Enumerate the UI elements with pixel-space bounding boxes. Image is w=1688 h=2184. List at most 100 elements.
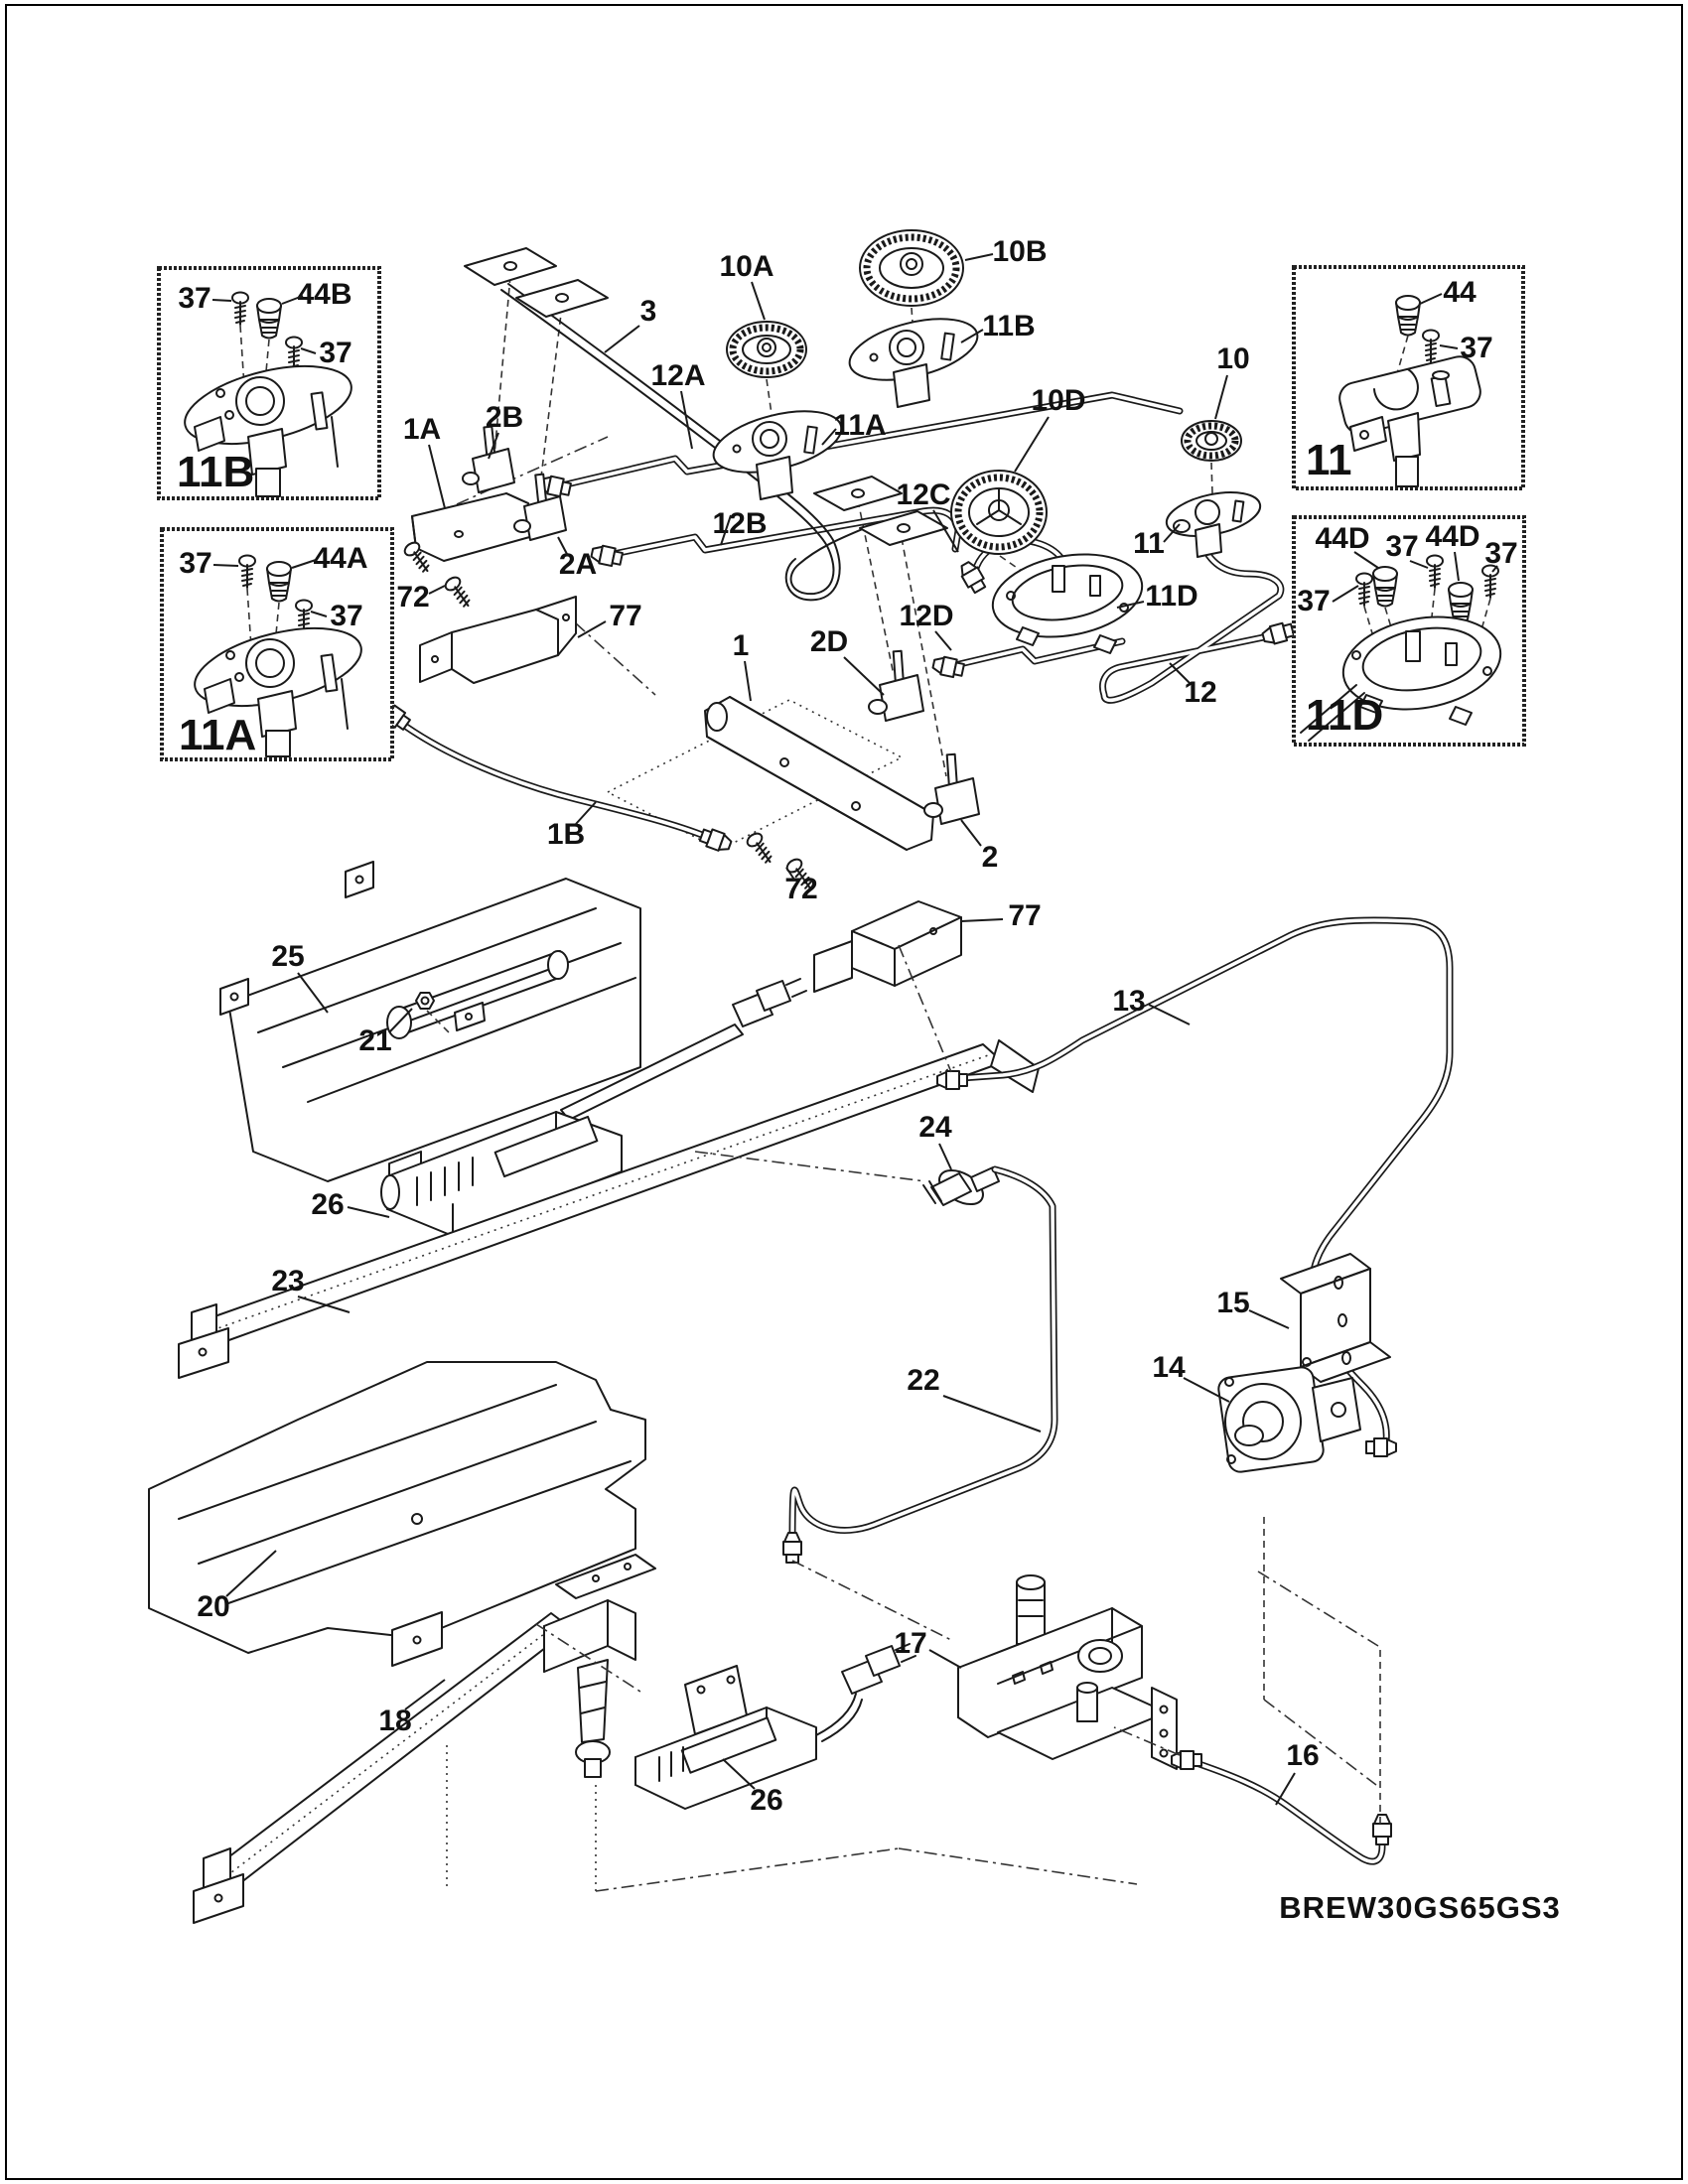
alignment-dashes-bottom [446,1517,1381,1892]
broil-burner-tube-23 [178,1039,1040,1379]
heat-shield-20 [148,1361,646,1667]
oven-igniter-26 [634,1643,916,1810]
burner-head-10A [726,321,807,378]
mounting-bracket-77 [419,596,577,684]
middle-assembly [178,861,1454,1564]
callout-10A: 10A [719,250,774,283]
callout-23: 23 [271,1265,304,1297]
callout-17: 17 [894,1627,926,1660]
regulator-bracket-15 [1280,1253,1391,1383]
callout-10D: 10D [1031,384,1085,417]
inset-title-11B: 11B [177,448,254,496]
callout-37-insetB: 37 [319,337,352,369]
callout-37-inset11D: 37 [1484,537,1517,570]
callout-10B: 10B [992,235,1047,268]
callout-14: 14 [1152,1351,1186,1384]
burner-valve-2A [513,473,567,541]
callout-1: 1 [733,629,750,662]
alignment-dash [898,944,952,1073]
bottom-assembly [148,1361,1392,1924]
gas-tube-12 [1099,537,1296,704]
callout-1A: 1A [403,413,441,446]
inset-panel-11A: 37 44A 37 11A [160,527,394,761]
callout-37-insetA: 37 [179,547,211,580]
callout-24: 24 [918,1111,952,1144]
burner-base-11B [848,318,979,408]
callout-11B: 11B [982,310,1035,342]
callout-15: 15 [1216,1287,1249,1319]
callout-26: 26 [311,1188,344,1221]
callout-2: 2 [982,841,999,874]
orifice-fitting-24 [922,1166,1000,1206]
callout-72: 72 [784,873,817,905]
mounting-bracket-77 [813,900,962,993]
callout-2A: 2A [559,548,597,581]
top-burner-assembly [375,229,1296,993]
callout-11D: 11D [1145,580,1197,613]
inset-panel-11B: 37 44B 37 11B [157,266,381,500]
callout-22: 22 [907,1364,939,1397]
burner-head-10D [950,470,1048,555]
burner-head-10B [859,229,964,307]
burner-base-detail [184,364,352,497]
burner-base-11A [712,410,843,500]
gas-tube-22 [782,1165,1058,1564]
callout-2D: 2D [810,625,848,658]
spark-bracket [464,247,609,318]
callout-77: 77 [1008,899,1041,932]
burner-head-10 [1181,420,1242,462]
callout-44B-inset: 44B [297,278,352,311]
gas-tube-12D [930,637,1126,680]
burner-valve-2B [462,425,515,493]
callout-37-insetA: 37 [330,600,362,632]
callout-72: 72 [396,581,429,614]
burner-base-detail [1338,355,1481,487]
callout-37-insetB: 37 [178,282,211,315]
callout-44-inset: 44 [1443,276,1477,309]
callout-44A-inset: 44A [313,542,367,575]
callout-20: 20 [197,1590,229,1623]
page-border [5,4,1683,2180]
burner-base-detail [194,626,362,757]
spark-bracket [813,476,948,546]
burner-valve-2 [923,752,980,825]
pressure-regulator-14 [1217,1357,1361,1473]
gas-tube-1B [375,699,735,855]
inset-title-11A: 11A [179,711,256,759]
inset-title-11: 11 [1306,436,1352,484]
callout-77: 77 [609,600,641,632]
callout-3: 3 [640,295,657,328]
callout-12D: 12D [899,600,953,632]
inset-title-11D: 11D [1306,691,1383,740]
bake-burner-tube-18 [193,1554,656,1924]
callout-37-inset11D: 37 [1297,585,1330,617]
inset-panel-11: 44 37 11 [1292,265,1525,490]
nut-21 [415,992,435,1010]
inset-panel-11D: 44D 37 44D 37 37 11D [1292,515,1526,747]
callout-1B: 1B [547,818,585,851]
callout-37-inset11: 37 [1460,332,1492,364]
burner-valve-2D [868,649,924,722]
callout-13: 13 [1112,985,1145,1018]
burner-base-11D [991,553,1144,654]
gas-tube-12A [537,391,1184,499]
drawing-code: BREW30GS65GS3 [1279,1890,1561,1925]
callout-18: 18 [378,1705,411,1737]
gas-supply-pipe-13 [936,916,1454,1457]
alignment-dash [694,1151,926,1182]
callouts: 3 10A 10B 11B 12A 11A 12B 10D 10 12C 11 … [197,235,1319,1817]
spark-wire-3 [464,247,948,602]
heat-shield-25 [219,861,641,1196]
burner-base-11 [1165,491,1262,558]
oven-safety-valve-17 [957,1574,1178,1770]
callout-37-inset11D: 37 [1385,530,1418,563]
callout-21: 21 [358,1024,391,1057]
callout-12A: 12A [650,359,705,392]
burner-base-pan-detail [1300,615,1502,742]
gas-tube-16 [1171,1750,1392,1865]
callout-44D-inset: 44D [1315,522,1369,555]
callout-11: 11 [1133,527,1165,560]
callout-26: 26 [750,1784,782,1817]
